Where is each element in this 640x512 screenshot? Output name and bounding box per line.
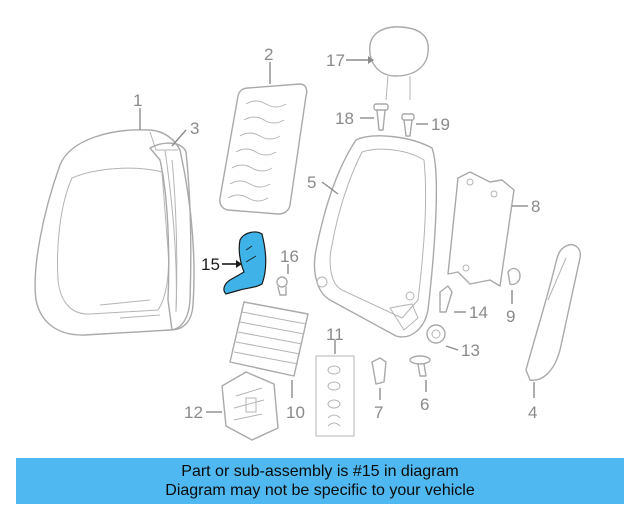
callout-8: 8 [531, 197, 540, 216]
callout-3: 3 [190, 119, 199, 138]
callout-9: 9 [506, 307, 515, 326]
callout-2: 2 [264, 45, 273, 64]
part-6-bolt [409, 355, 431, 377]
callout-17: 17 [326, 51, 345, 70]
part-14-lever [439, 285, 453, 313]
part-19-guide-lock [401, 113, 415, 137]
callout-12: 12 [184, 403, 203, 422]
part-9-clip [507, 267, 521, 286]
callout-5: 5 [307, 173, 316, 192]
part-7-bracket [371, 357, 387, 385]
callout-1: 1 [133, 91, 142, 110]
part-16-clip [276, 276, 288, 296]
part-10-spring-mat [229, 301, 309, 377]
part-17-headrest [369, 26, 429, 101]
callout-19: 19 [431, 115, 450, 134]
callout-15: 15 [201, 255, 220, 274]
callout-10: 10 [286, 403, 305, 422]
part-13-knob [426, 324, 446, 344]
banner-line-1: Part or sub-assembly is #15 in diagram [181, 463, 459, 480]
part-3-trim [149, 142, 192, 331]
part-18-guide [373, 103, 389, 131]
part-12-lumbar [221, 371, 279, 441]
callout-13: 13 [461, 341, 480, 360]
callout-7: 7 [374, 403, 383, 422]
part-4-side-shield [525, 244, 581, 381]
callout-11: 11 [326, 325, 344, 344]
part-8-panel [447, 171, 515, 287]
part-5-frame [313, 135, 438, 338]
callout-6: 6 [420, 395, 429, 414]
part-11-hardware-kit [315, 355, 355, 437]
info-banner: Part or sub-assembly is #15 in diagram D… [16, 458, 624, 504]
part-1-seatback-cover [34, 129, 195, 336]
callout-14: 14 [469, 303, 488, 322]
callout-18: 18 [335, 109, 354, 128]
seat-parts-diagram: 1 3 2 17 18 19 5 [34, 26, 581, 441]
callout-4: 4 [528, 403, 537, 422]
banner-line-2: Diagram may not be specific to your vehi… [165, 482, 475, 499]
callout-16: 16 [280, 247, 299, 266]
part-2-foam-pad [219, 83, 308, 215]
part-15-highlighted [223, 231, 267, 295]
